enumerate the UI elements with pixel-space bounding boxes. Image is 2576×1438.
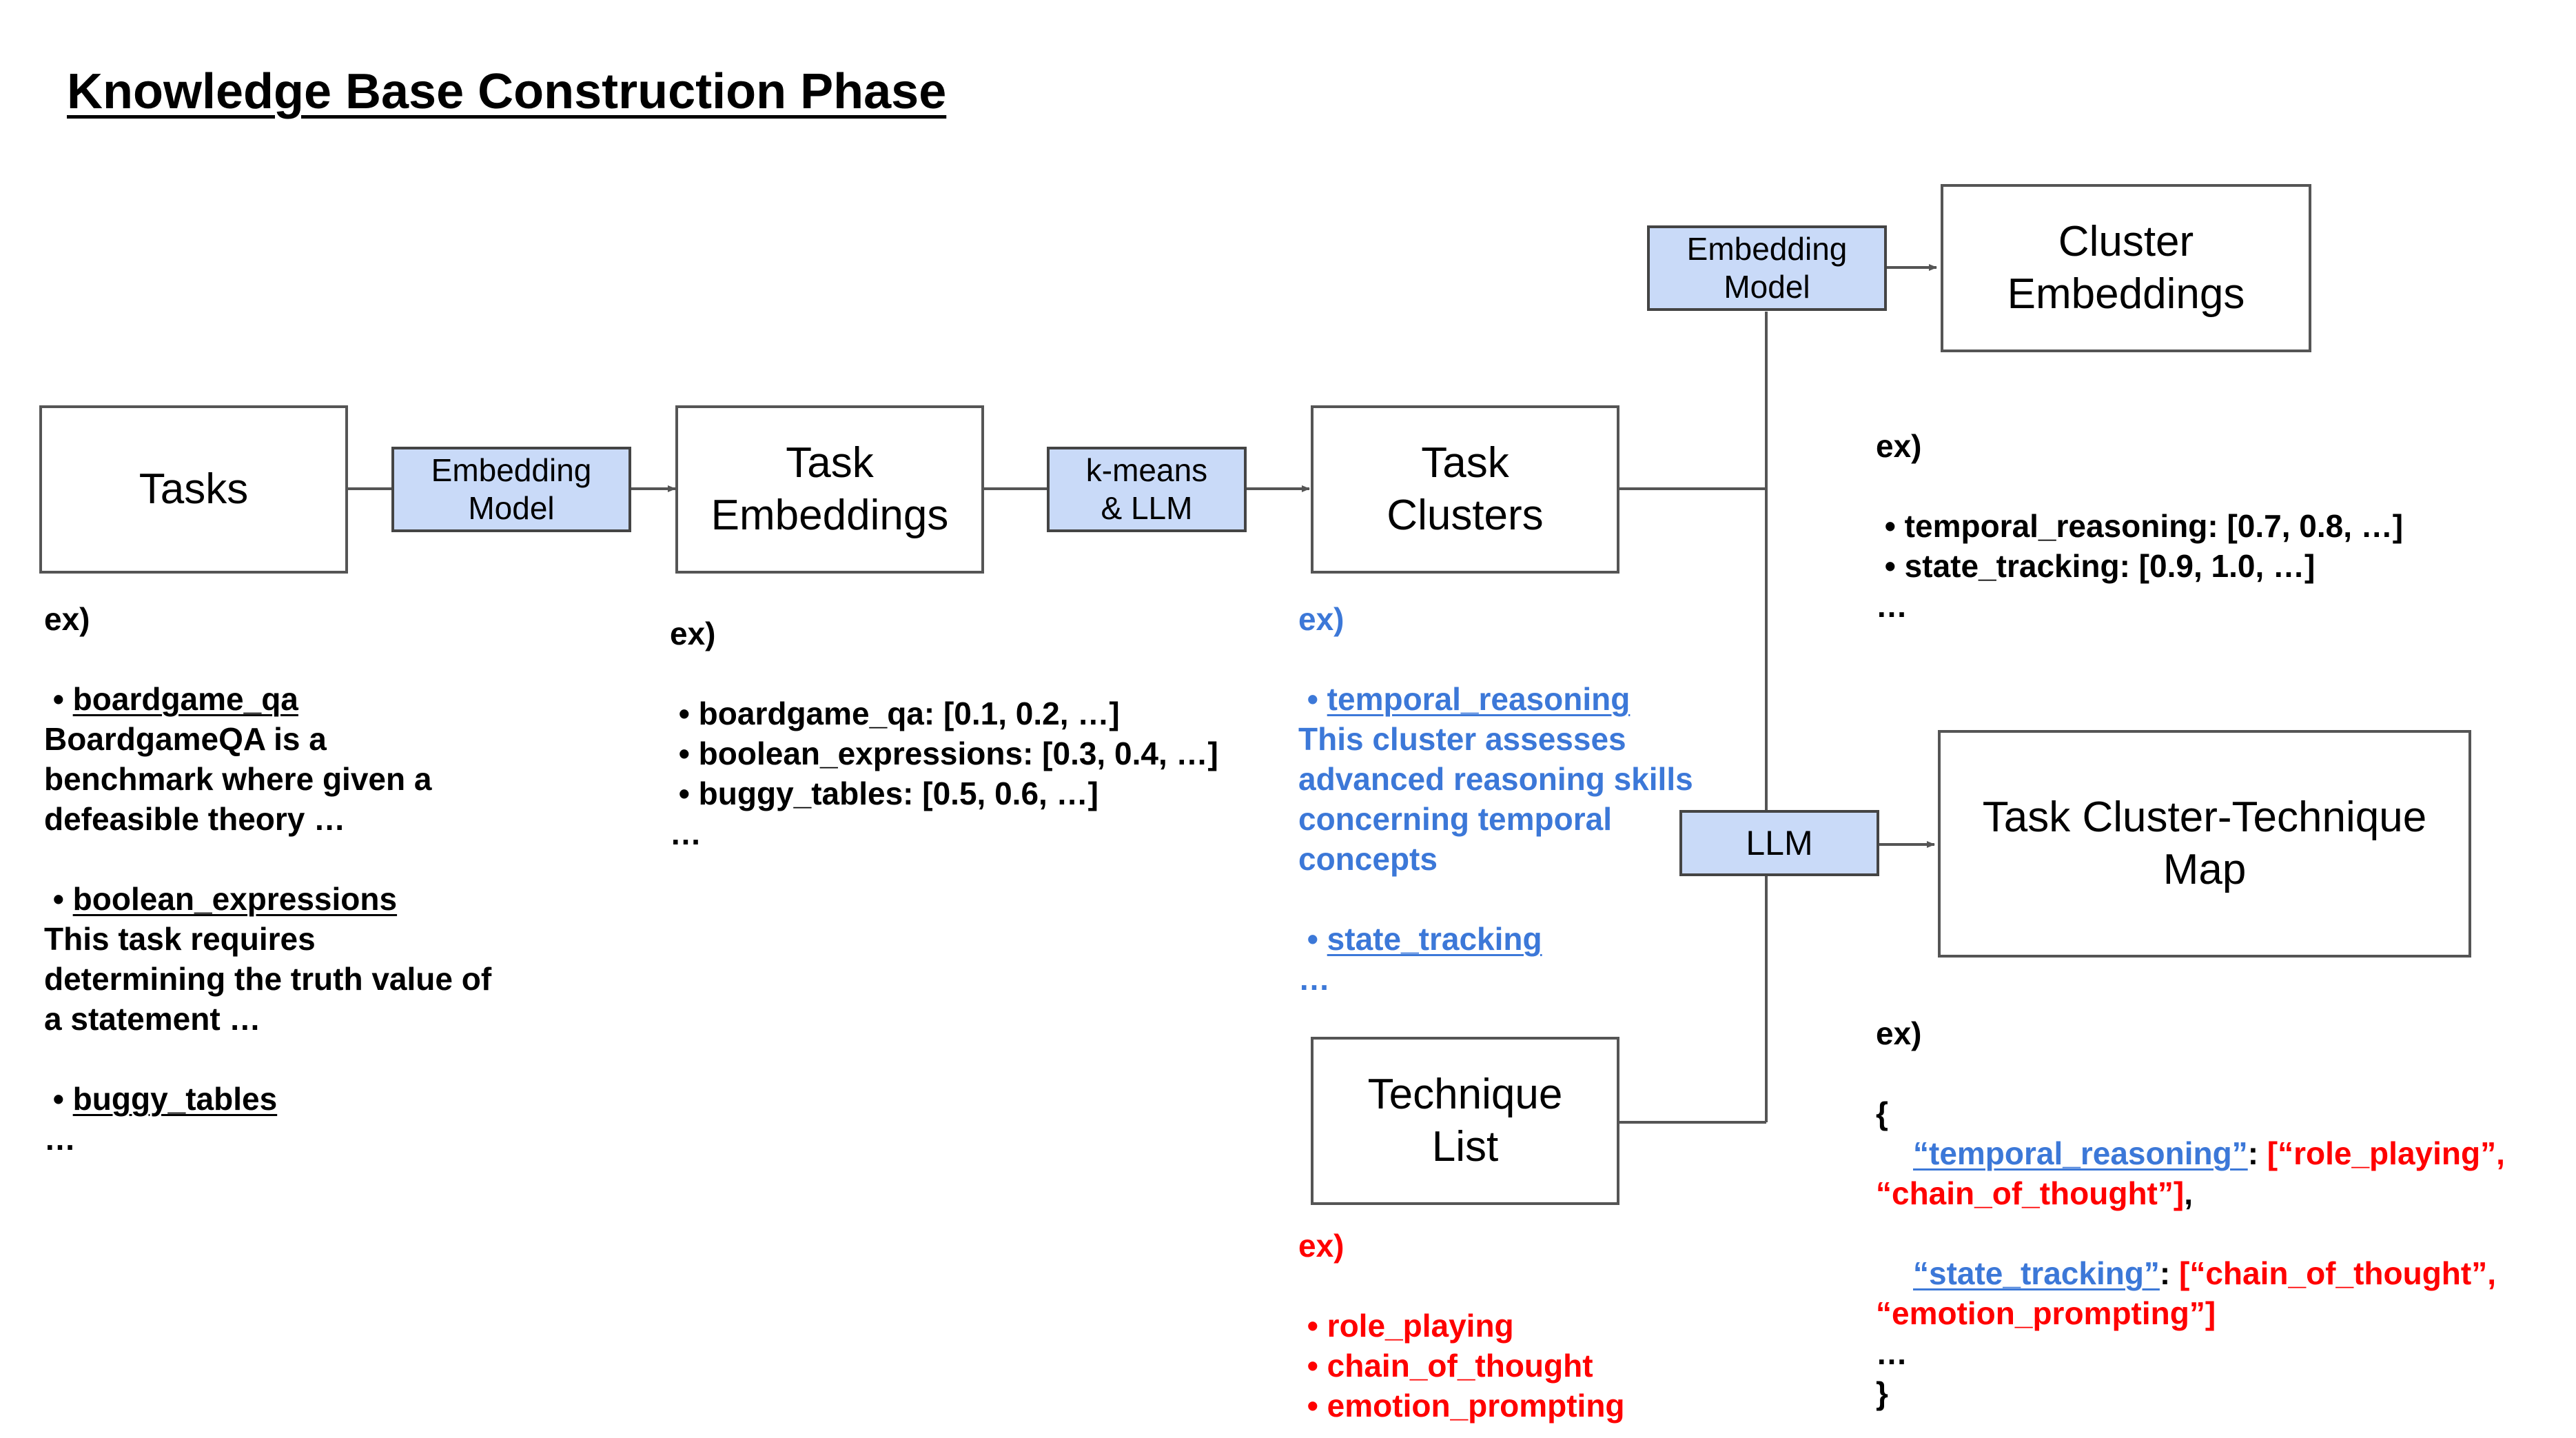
cluster-embedding-item: • temporal_reasoning: [0.7, 0.8, …] bbox=[1876, 508, 2404, 544]
cluster-embeddings-label-line2: Embeddings bbox=[2007, 270, 2245, 318]
llm-box: LLM bbox=[1679, 810, 1879, 876]
cluster-embeddings-label-line1: Cluster bbox=[2058, 217, 2194, 265]
technique-item-text: emotion_prompting bbox=[1327, 1388, 1625, 1424]
technique-item: • chain_of_thought bbox=[1298, 1348, 1593, 1384]
kmeans-llm-line2: & LLM bbox=[1101, 490, 1193, 526]
map-value-line: “emotion_prompting”] bbox=[1876, 1295, 2216, 1331]
cluster-desc-line: advanced reasoning skills bbox=[1298, 761, 1693, 797]
tasks-example-label: ex) bbox=[44, 601, 90, 637]
map-ellipsis: … bbox=[1876, 1335, 1908, 1371]
cluster-embeddings-example-label: ex) bbox=[1876, 428, 1922, 464]
task-name-buggy-tables: buggy_tables bbox=[72, 1081, 278, 1117]
cluster-desc-line: concepts bbox=[1298, 841, 1438, 877]
kmeans-llm-line1: k-means bbox=[1085, 452, 1208, 488]
cluster-technique-map-box: Task Cluster-Technique Map bbox=[1938, 730, 2471, 958]
cluster-name-temporal-reasoning: temporal_reasoning bbox=[1327, 681, 1631, 717]
embedding-model-2-line1: Embedding bbox=[1686, 230, 1848, 267]
tasks-box: Tasks bbox=[39, 405, 348, 574]
map-value-line: [“role_playing”, bbox=[2267, 1135, 2505, 1171]
cluster-embedding-item: • state_tracking: [0.9, 1.0, …] bbox=[1876, 548, 2316, 584]
llm-label: LLM bbox=[1746, 824, 1813, 862]
cluster-technique-map-label-line1: Task Cluster-Technique bbox=[1982, 793, 2427, 841]
map-comma: , bbox=[2184, 1175, 2193, 1211]
cluster-desc-line: This cluster assesses bbox=[1298, 721, 1626, 757]
task-clusters-label-line2: Clusters bbox=[1387, 492, 1544, 539]
tasks-example-ellipsis: … bbox=[44, 1121, 76, 1157]
task-desc-line: BoardgameQA is a bbox=[44, 721, 327, 757]
task-desc-line: a statement … bbox=[44, 1001, 261, 1037]
task-name-boolean-expressions: boolean_expressions bbox=[72, 881, 398, 917]
cluster-item-2: • state_tracking bbox=[1298, 921, 1542, 957]
task-embeddings-ellipsis: … bbox=[670, 816, 702, 851]
task-clusters-label-line1: Task bbox=[1421, 438, 1509, 487]
embedding-model-1-line2: Model bbox=[468, 490, 555, 526]
cluster-name-state-tracking: state_tracking bbox=[1327, 921, 1542, 957]
map-value-line: “chain_of_thought”] bbox=[1876, 1175, 2185, 1211]
tasks-example-item-2: • boolean_expressions bbox=[44, 881, 398, 917]
map-entry-1-cont: “chain_of_thought”], bbox=[1876, 1173, 2505, 1213]
technique-list-example: ex) • role_playing • chain_of_thought • … bbox=[1298, 1226, 1625, 1426]
map-close-brace: } bbox=[1876, 1375, 1888, 1411]
map-entry-2: “state_tracking”: [“chain_of_thought”, bbox=[1876, 1253, 2505, 1293]
task-desc-line: benchmark where given a bbox=[44, 761, 432, 797]
technique-item-text: chain_of_thought bbox=[1327, 1348, 1593, 1384]
page-title: Knowledge Base Construction Phase bbox=[67, 64, 947, 119]
map-entry-2-cont: “emotion_prompting”] bbox=[1876, 1293, 2505, 1333]
cluster-embedding-item-text: temporal_reasoning: [0.7, 0.8, …] bbox=[1904, 508, 2404, 544]
technique-list-label-line1: Technique bbox=[1367, 1070, 1563, 1118]
task-embeddings-label-line2: Embeddings bbox=[711, 492, 949, 539]
technique-list-box: Technique List bbox=[1311, 1037, 1619, 1205]
embedding-item-text: boolean_expressions: [0.3, 0.4, …] bbox=[698, 736, 1218, 771]
embedding-model-box-1: Embedding Model bbox=[391, 447, 631, 532]
tasks-example-item-1: • boardgame_qa bbox=[44, 681, 298, 717]
cluster-embeddings-example: ex) • temporal_reasoning: [0.7, 0.8, …] … bbox=[1876, 426, 2403, 626]
technique-list-label-line2: List bbox=[1431, 1123, 1499, 1171]
embedding-model-box-2: Embedding Model bbox=[1647, 225, 1887, 311]
task-embeddings-example: ex) • boardgame_qa: [0.1, 0.2, …] • bool… bbox=[670, 614, 1218, 853]
embedding-item: • buggy_tables: [0.5, 0.6, …] bbox=[670, 776, 1098, 811]
map-entry-1: “temporal_reasoning”: [“role_playing”, bbox=[1876, 1133, 2505, 1173]
cluster-embedding-item-text: state_tracking: [0.9, 1.0, …] bbox=[1904, 548, 2316, 584]
map-example: ex) { “temporal_reasoning”: [“role_playi… bbox=[1876, 1013, 2505, 1413]
embedding-item-text: buggy_tables: [0.5, 0.6, …] bbox=[698, 776, 1098, 811]
embedding-item-text: boardgame_qa: [0.1, 0.2, …] bbox=[698, 696, 1120, 731]
map-key-temporal-reasoning: “temporal_reasoning” bbox=[1913, 1135, 2248, 1171]
map-example-label: ex) bbox=[1876, 1015, 1922, 1051]
cluster-technique-map-label-line2: Map bbox=[2163, 846, 2247, 893]
task-embeddings-box: Task Embeddings bbox=[675, 405, 984, 574]
task-desc-line: defeasible theory … bbox=[44, 801, 346, 837]
cluster-embeddings-ellipsis: … bbox=[1876, 588, 1908, 624]
embedding-item: • boolean_expressions: [0.3, 0.4, …] bbox=[670, 736, 1218, 771]
tasks-example-item-3: • buggy_tables bbox=[44, 1081, 278, 1117]
tasks-box-label: Tasks bbox=[139, 465, 249, 513]
map-open-brace: { bbox=[1876, 1095, 1888, 1131]
cluster-item-1: • temporal_reasoning bbox=[1298, 681, 1631, 717]
map-value-line: [“chain_of_thought”, bbox=[2179, 1255, 2496, 1291]
embedding-model-1-line1: Embedding bbox=[431, 452, 592, 488]
map-colon: : bbox=[2247, 1135, 2259, 1171]
technique-item: • emotion_prompting bbox=[1298, 1388, 1625, 1424]
task-clusters-example-label: ex) bbox=[1298, 601, 1345, 637]
task-clusters-box: Task Clusters bbox=[1311, 405, 1619, 574]
task-clusters-ellipsis: … bbox=[1298, 961, 1330, 997]
technique-item-text: role_playing bbox=[1327, 1308, 1514, 1344]
embedding-model-2-line2: Model bbox=[1724, 269, 1810, 305]
tasks-example: ex) • boardgame_qa BoardgameQA is a benc… bbox=[44, 599, 491, 1159]
embedding-item: • boardgame_qa: [0.1, 0.2, …] bbox=[670, 696, 1120, 731]
kmeans-llm-box: k-means & LLM bbox=[1047, 447, 1247, 532]
task-desc-line: determining the truth value of bbox=[44, 961, 492, 997]
map-key-state-tracking: “state_tracking” bbox=[1913, 1255, 2160, 1291]
cluster-desc-line: concerning temporal bbox=[1298, 801, 1612, 837]
technique-item: • role_playing bbox=[1298, 1308, 1514, 1344]
map-colon: : bbox=[2159, 1255, 2171, 1291]
task-embeddings-label-line1: Task bbox=[786, 438, 874, 487]
task-name-boardgame-qa: boardgame_qa bbox=[72, 681, 298, 717]
cluster-embeddings-box: Cluster Embeddings bbox=[1941, 184, 2311, 352]
task-embeddings-example-label: ex) bbox=[670, 616, 716, 651]
task-desc-line: This task requires bbox=[44, 921, 316, 957]
task-clusters-example: ex) • temporal_reasoning This cluster as… bbox=[1298, 599, 1693, 999]
technique-list-example-label: ex) bbox=[1298, 1228, 1345, 1264]
